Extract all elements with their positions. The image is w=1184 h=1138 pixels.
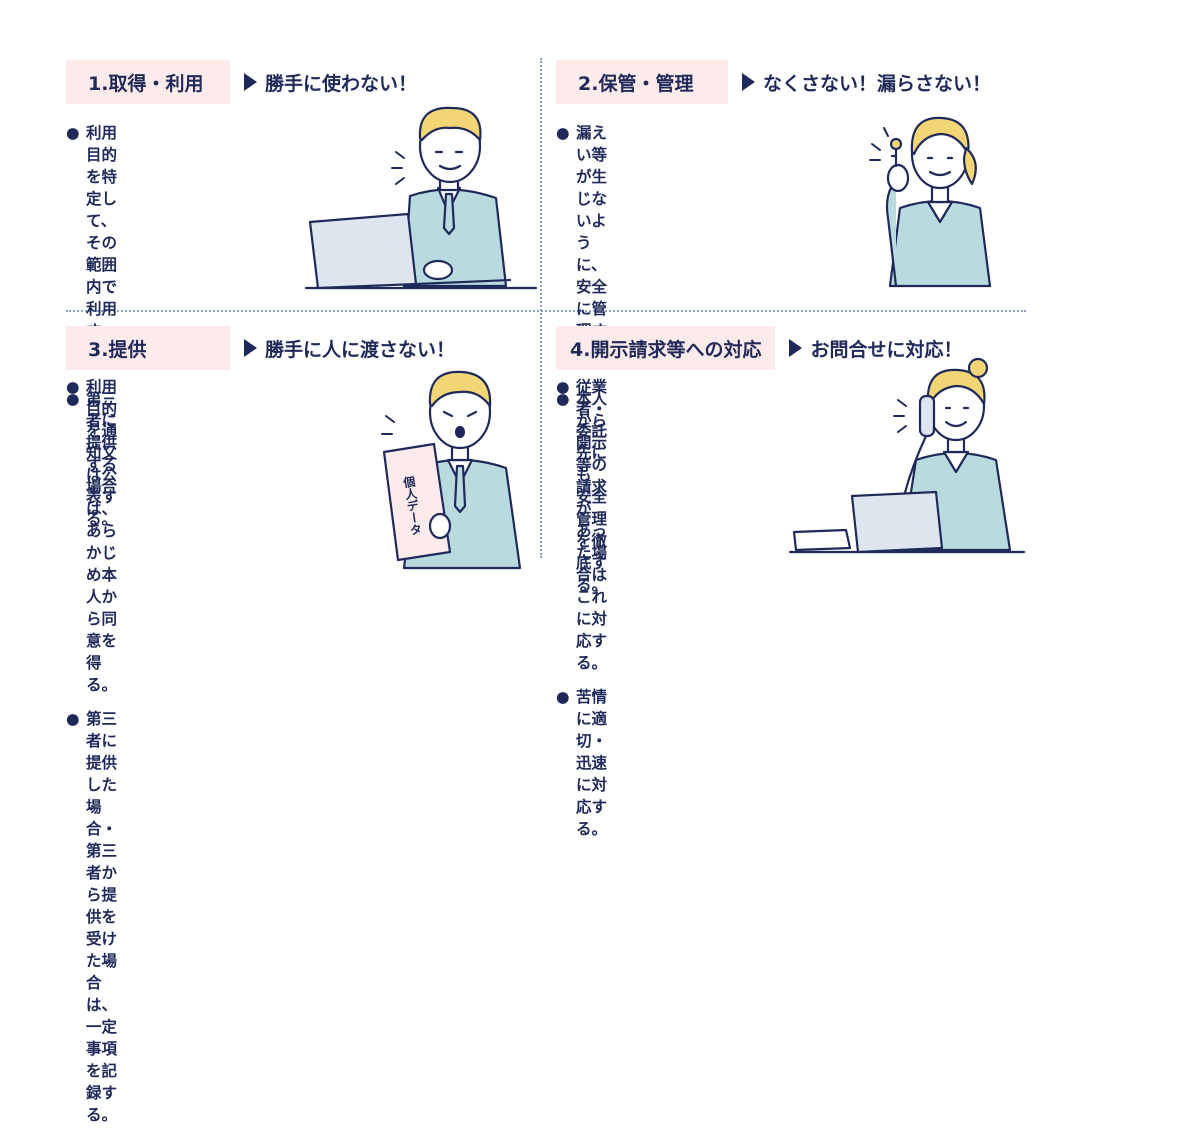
- man-with-document-illustration: 個人データ: [381, 370, 522, 570]
- list-item: 第三者に提供する場合は、 あらかじめ本人から同意を得る。: [66, 388, 117, 696]
- triangle-arrow-icon: [244, 73, 257, 91]
- bullet-list: 第三者に提供する場合は、 あらかじめ本人から同意を得る。 第三者に提供した場合・…: [66, 388, 117, 1138]
- heading-label: 1.取得・利用: [66, 60, 230, 104]
- heading-label: 4.開示請求等への対応: [556, 326, 776, 370]
- triangle-arrow-icon: [789, 339, 803, 357]
- vertical-divider: [540, 58, 542, 558]
- list-item: 苦情に適切・迅速に対応する。: [556, 686, 607, 840]
- woman-with-key-illustration: [869, 116, 992, 288]
- triangle-arrow-icon: [244, 339, 257, 357]
- list-item: 第三者に提供した場合・ 第三者から提供を受けた場合は、 一定事項を記録する。: [66, 708, 117, 1126]
- slogan: 勝手に使わない！: [265, 72, 418, 95]
- list-item: 利用目的を特定して、 その範囲内で利用する。: [66, 122, 117, 364]
- heading-label: 2.保管・管理: [556, 60, 728, 104]
- bullet-list: 本人から開示等の請求が あった場合はこれに対応する。 苦情に適切・迅速に対応する…: [556, 388, 607, 852]
- section-heading: 3.提供 勝手に人に渡さない！: [66, 326, 455, 370]
- slogan: なくさない！漏らさない！: [763, 72, 992, 95]
- slogan: お問合せに対応！: [810, 338, 963, 361]
- horizontal-divider: [66, 310, 1026, 312]
- woman-on-phone-illustration: [788, 357, 1026, 554]
- section-heading: 4.開示請求等への対応 お問合せに対応！: [556, 326, 962, 370]
- section-heading: 2.保管・管理 なくさない！漏らさない！: [556, 60, 991, 104]
- heading-label: 3.提供: [66, 326, 230, 370]
- section-heading: 1.取得・利用 勝手に使わない！: [66, 60, 417, 104]
- list-item: 本人から開示等の請求が あった場合はこれに対応する。: [556, 388, 607, 674]
- triangle-arrow-icon: [742, 73, 755, 91]
- man-with-laptop-illustration: [304, 106, 538, 290]
- slogan: 勝手に人に渡さない！: [265, 338, 456, 361]
